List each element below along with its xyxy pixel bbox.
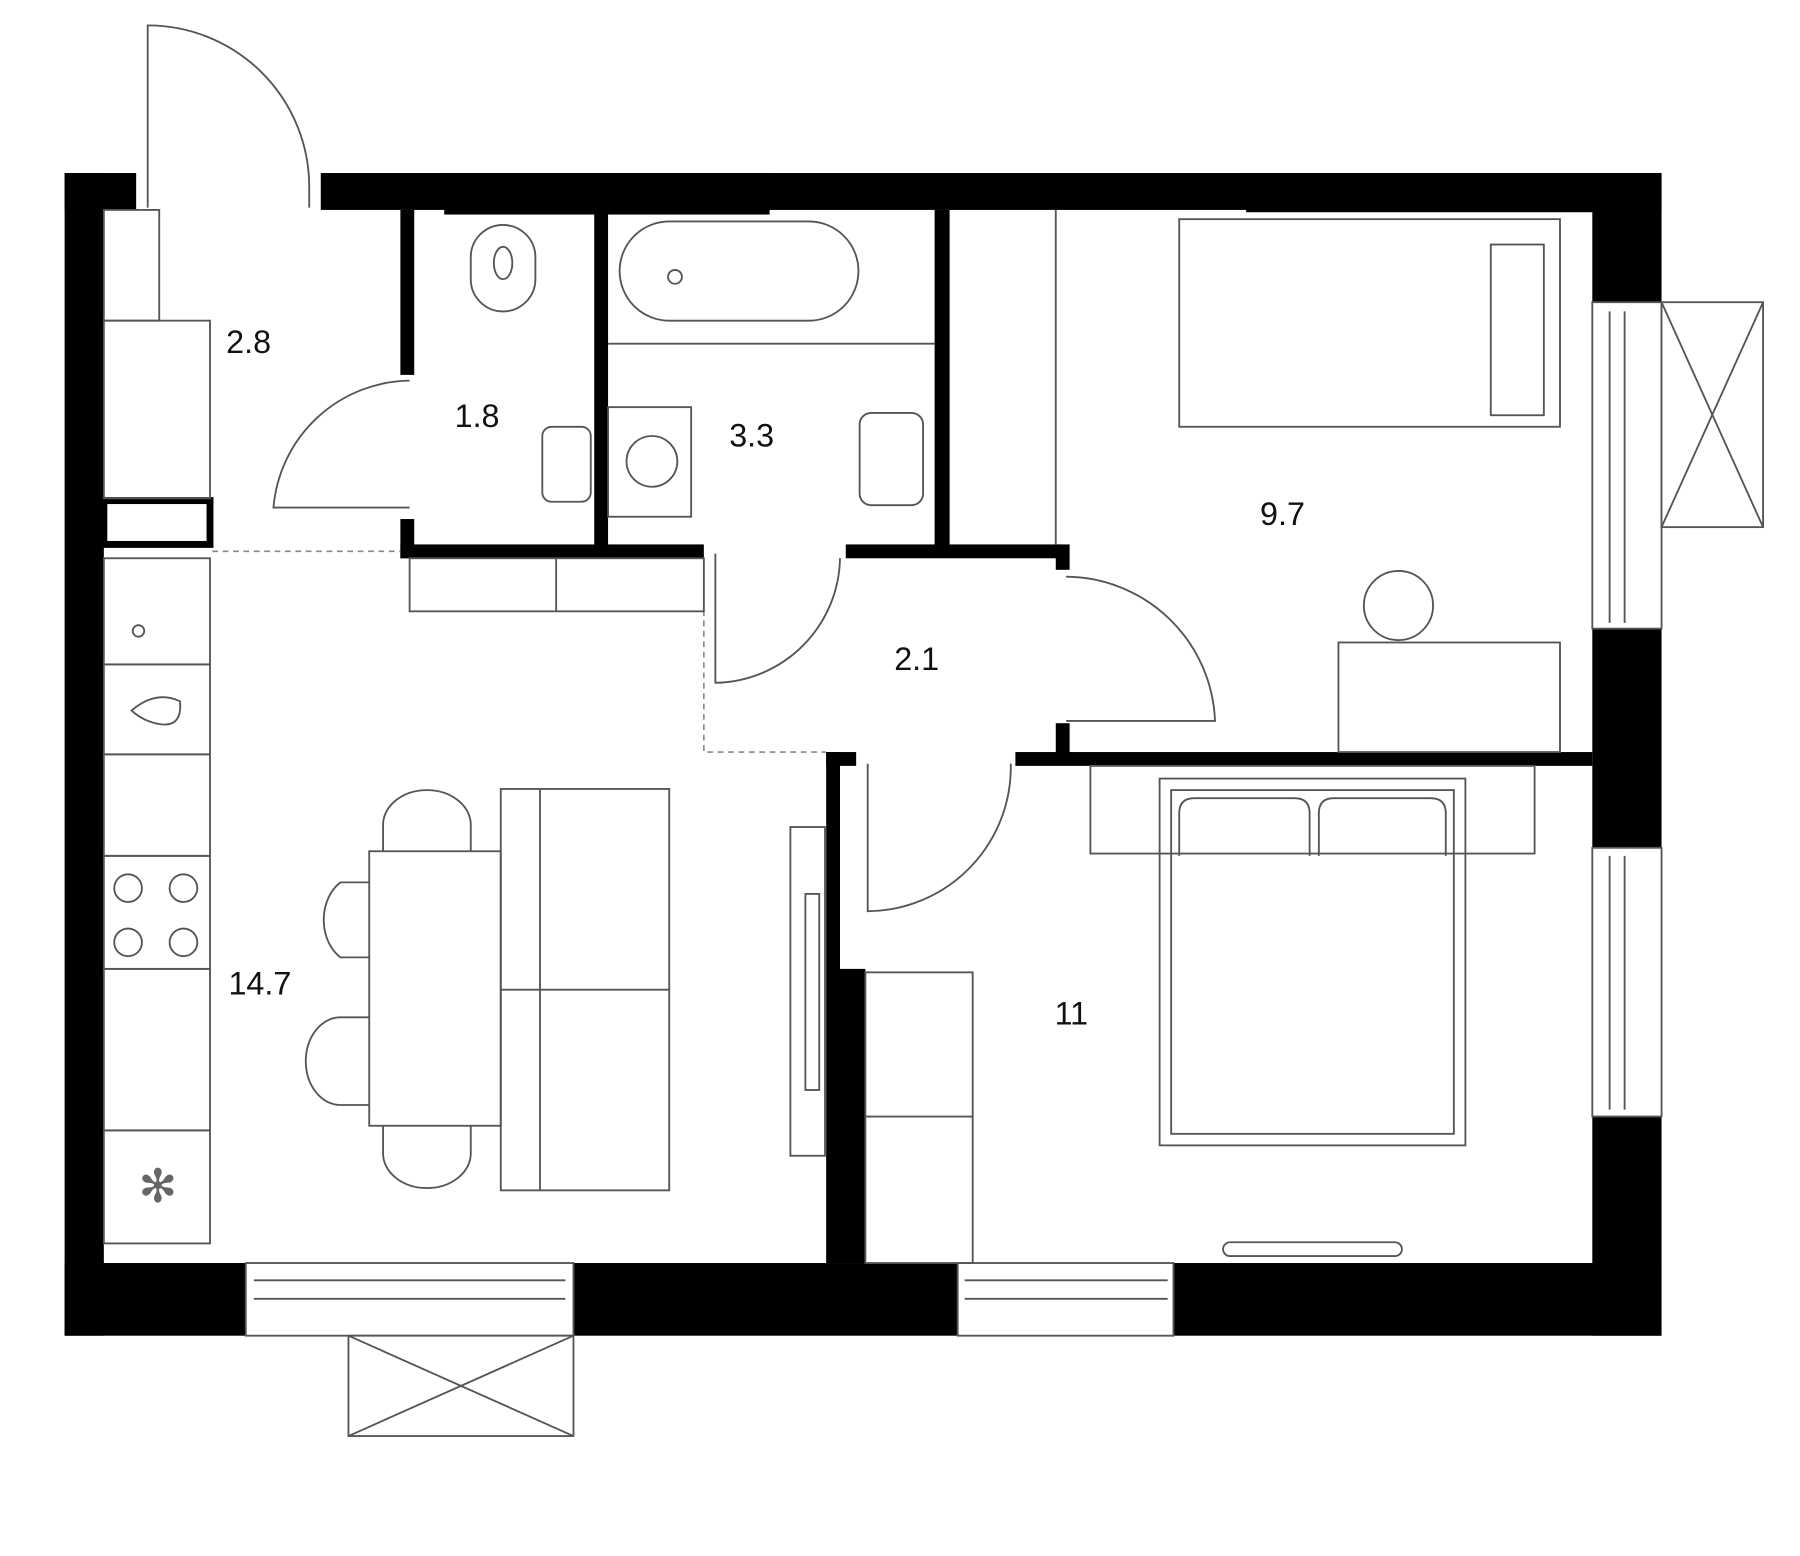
room-area-bedroom-small: 9.7 <box>1260 496 1305 532</box>
windows <box>244 301 1663 1337</box>
room-area-corridor: 2.1 <box>894 641 939 677</box>
furniture: ✻ <box>102 209 1561 1264</box>
svg-text:✻: ✻ <box>138 1159 177 1213</box>
balconies <box>347 301 1764 1437</box>
area-labels: 2.8 1.8 3.3 2.1 9.7 14.7 11 <box>226 324 1305 1031</box>
room-area-toilet: 1.8 <box>455 398 500 434</box>
room-area-kitchen-living: 14.7 <box>228 965 291 1001</box>
room-area-bathroom: 3.3 <box>729 417 774 453</box>
room-area-bedroom-large: 11 <box>1055 995 1089 1031</box>
doors <box>146 24 1216 913</box>
outer-walls <box>64 173 1662 1336</box>
room-area-hallway: 2.8 <box>226 324 271 360</box>
interior-walls <box>100 209 1593 1264</box>
